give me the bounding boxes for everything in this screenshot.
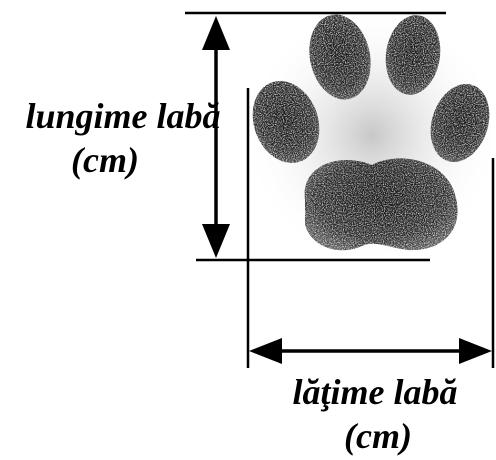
main-pad [305,158,458,250]
length-arrowhead-down [202,224,230,258]
width-label-unit: (cm) [264,414,492,458]
width-label: lăţime labă (cm) [258,370,492,458]
length-arrowhead-up [202,16,230,50]
length-label-text: lungime labă [0,94,246,138]
paw-print [242,9,496,255]
width-arrowhead-left [249,338,282,364]
width-label-text: lăţime labă [258,370,492,414]
length-label-unit: (cm) [0,138,246,182]
length-label: lungime labă (cm) [0,94,246,182]
width-arrow [249,338,492,364]
width-arrowhead-right [459,338,492,364]
